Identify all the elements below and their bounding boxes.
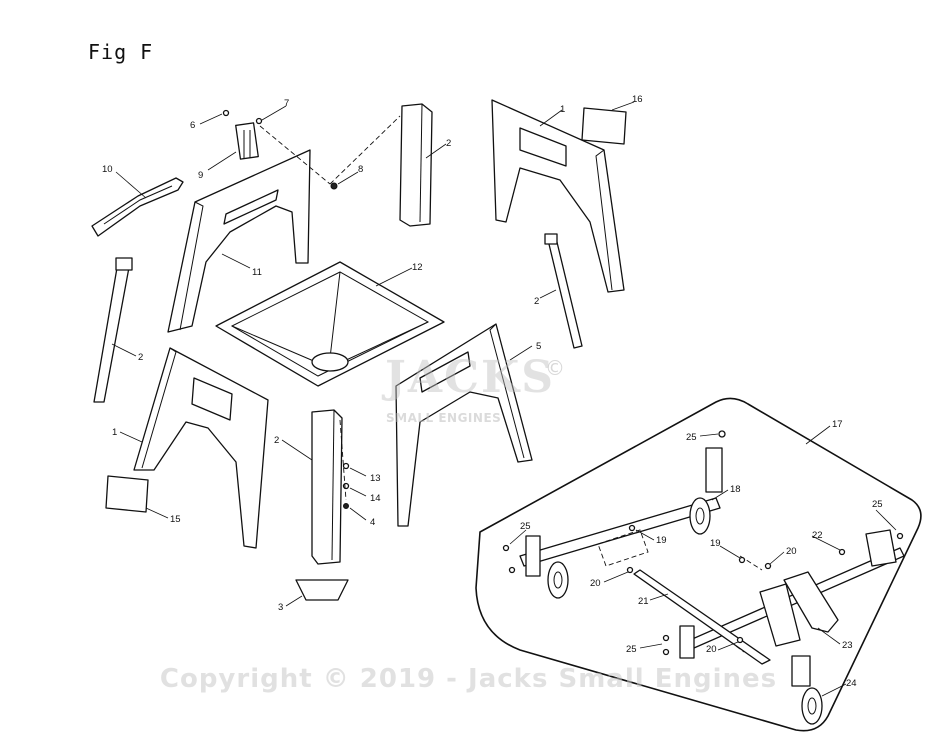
callout-16: 16 [632,94,643,105]
callout-14: 14 [370,493,381,504]
callout-11: 11 [252,267,262,278]
callout-9: 9 [198,170,203,181]
hardware-fasteners [222,109,401,509]
callout-21: 21 [638,596,649,607]
callout-23: 23 [842,640,853,651]
callout-19-right: 19 [710,538,721,549]
callout-2-front: 2 [274,435,279,446]
callout-20-right: 20 [786,546,797,557]
callout-13: 13 [370,473,381,484]
callout-15: 15 [170,514,181,525]
figure-title: Fig F [88,40,154,64]
watermark-logo-text: JACKS [385,352,555,403]
callout-labels: 7 6 9 8 10 11 2 1 16 2 12 2 1 15 2 13 14… [102,94,883,689]
callout-1-front: 1 [112,427,117,438]
callout-19-left: 19 [656,535,667,546]
callout-25-left: 25 [520,521,531,532]
callout-3: 3 [278,602,283,613]
callout-6: 6 [190,120,195,131]
callout-25-bottom: 25 [626,644,637,655]
callout-8: 8 [358,164,363,175]
part-12-dust-chute [215,261,445,387]
part-2-front-leg [311,409,343,565]
watermark-registered-mark: © [545,356,565,380]
callout-17: 17 [832,419,843,430]
part-2-right-leg [544,233,583,349]
callout-5: 5 [536,341,541,352]
part-1-rear-panel [491,99,625,293]
callout-20-bottom: 20 [706,644,717,655]
callout-7: 7 [284,98,289,109]
part-15-label [105,475,149,513]
part-10-handle [91,177,184,237]
copyright-watermark: Copyright © 2019 - Jacks Small Engines [159,664,778,694]
callout-2-left: 2 [138,352,143,363]
part-17-mobile-base [475,397,922,732]
callout-25-right: 25 [872,499,883,510]
callout-22: 22 [812,530,823,541]
part-16-label [581,107,627,145]
callout-2-right: 2 [534,296,539,307]
part-2-left-leg [93,257,133,403]
part-2-upper-leg [399,103,433,227]
watermark-subtitle: SMALL ENGINES [386,411,502,425]
part-11-leg-panel [167,122,311,333]
part-5-front-panel [395,323,533,527]
part-3-foot [295,579,349,601]
callout-4: 4 [370,517,375,528]
callout-18: 18 [730,484,741,495]
callout-10: 10 [102,164,113,175]
callout-25-top: 25 [686,432,697,443]
callout-2-upper: 2 [446,138,451,149]
callout-1-rear: 1 [560,104,565,115]
callout-20-left: 20 [590,578,601,589]
callout-12: 12 [412,262,423,273]
leader-lines [111,101,897,697]
callout-24: 24 [846,678,857,689]
part-1-front-panel [133,347,269,549]
